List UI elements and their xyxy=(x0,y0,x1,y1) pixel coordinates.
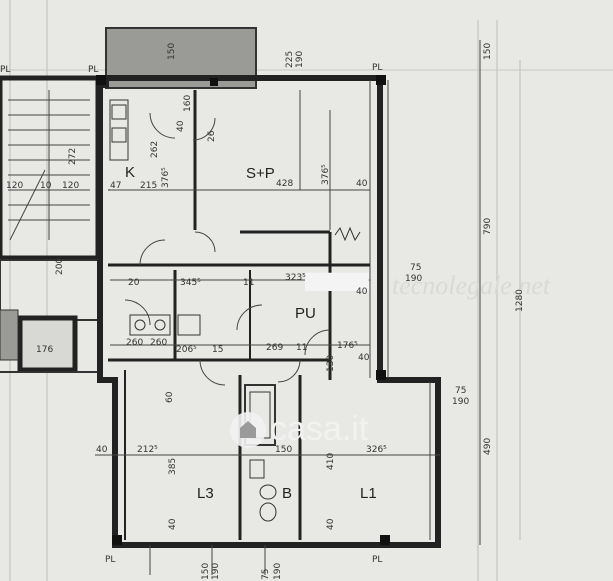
svg-text:20: 20 xyxy=(128,278,140,288)
room-label-living: S+P xyxy=(246,165,275,182)
svg-text:75: 75 xyxy=(455,386,466,396)
svg-text:326⁵: 326⁵ xyxy=(366,445,387,455)
svg-text:40: 40 xyxy=(356,287,368,297)
svg-text:160: 160 xyxy=(183,95,193,112)
room-label-hall: PU xyxy=(295,305,316,322)
svg-text:120: 120 xyxy=(62,181,79,191)
pillar-label: PL xyxy=(372,555,382,565)
pillars xyxy=(96,75,390,545)
svg-text:11: 11 xyxy=(243,278,254,288)
pillar-label: PL xyxy=(88,65,98,75)
svg-text:150: 150 xyxy=(167,43,177,60)
svg-text:200: 200 xyxy=(55,258,65,275)
svg-text:225: 225 xyxy=(285,51,295,68)
svg-text:40: 40 xyxy=(168,518,178,530)
svg-text:26: 26 xyxy=(207,130,217,142)
svg-text:150: 150 xyxy=(201,563,211,580)
pillar-label: PL xyxy=(0,65,10,75)
watermark-tecnolegale: tecnolegale.net xyxy=(392,271,551,300)
svg-text:190: 190 xyxy=(211,563,221,580)
svg-text:385: 385 xyxy=(168,458,178,475)
svg-text:410: 410 xyxy=(326,453,336,470)
svg-text:790: 790 xyxy=(483,218,493,235)
svg-text:428: 428 xyxy=(276,179,293,189)
svg-text:40: 40 xyxy=(326,518,336,530)
svg-text:1280: 1280 xyxy=(515,289,525,312)
svg-text:40: 40 xyxy=(96,445,108,455)
room-label-kitchen: K xyxy=(125,164,135,181)
svg-text:376⁵: 376⁵ xyxy=(321,164,331,185)
svg-text:176: 176 xyxy=(36,345,53,355)
room-label-bath: B xyxy=(282,485,292,502)
svg-text:150: 150 xyxy=(275,445,292,455)
room-label-bedroom-left: L3 xyxy=(197,485,214,502)
watermark-casa-icon xyxy=(230,412,266,448)
svg-text:323⁵: 323⁵ xyxy=(285,273,306,283)
svg-text:10: 10 xyxy=(40,181,52,191)
svg-text:190: 190 xyxy=(405,274,422,284)
kitchen-fixtures xyxy=(109,99,129,161)
svg-text:269: 269 xyxy=(266,343,283,353)
svg-text:190: 190 xyxy=(295,51,305,68)
svg-text:215: 215 xyxy=(140,181,157,191)
exterior-walls xyxy=(97,75,441,548)
svg-text:47: 47 xyxy=(110,181,121,191)
svg-text:40: 40 xyxy=(358,353,370,363)
radiator-symbol xyxy=(334,226,361,242)
svg-text:272: 272 xyxy=(68,148,78,165)
svg-text:345⁵: 345⁵ xyxy=(180,278,201,288)
svg-text:75: 75 xyxy=(410,263,421,273)
svg-text:260: 260 xyxy=(126,338,143,348)
svg-text:260: 260 xyxy=(150,338,167,348)
svg-text:40: 40 xyxy=(176,120,186,132)
svg-text:40: 40 xyxy=(356,179,368,189)
svg-text:120: 120 xyxy=(6,181,23,191)
svg-text:176⁵: 176⁵ xyxy=(337,341,358,351)
svg-text:130: 130 xyxy=(326,355,336,372)
svg-text:490: 490 xyxy=(483,438,493,455)
svg-text:262: 262 xyxy=(150,141,160,158)
svg-text:190: 190 xyxy=(273,563,283,580)
svg-text:11: 11 xyxy=(296,343,307,353)
svg-text:206⁵: 206⁵ xyxy=(176,345,197,355)
door-swings xyxy=(124,112,331,386)
pillar-label: PL xyxy=(105,555,115,565)
svg-text:212⁵: 212⁵ xyxy=(137,445,158,455)
svg-text:150: 150 xyxy=(483,43,493,60)
dimension-labels: 150 225 190 150 160 40 272 262 26 376⁵ 3… xyxy=(6,43,525,580)
pillar-label: PL xyxy=(372,63,382,73)
watermark-casa: casa.it xyxy=(270,410,369,448)
room-label-bedroom-right: L1 xyxy=(360,485,377,502)
svg-text:190: 190 xyxy=(452,397,469,407)
svg-text:75: 75 xyxy=(261,569,271,580)
svg-text:15: 15 xyxy=(212,345,223,355)
watermark-tecnolegale-logo: ▀▀▀ xyxy=(305,272,370,307)
dimension-lines xyxy=(95,40,481,575)
svg-text:60: 60 xyxy=(165,391,175,403)
svg-text:376⁵: 376⁵ xyxy=(161,167,171,188)
